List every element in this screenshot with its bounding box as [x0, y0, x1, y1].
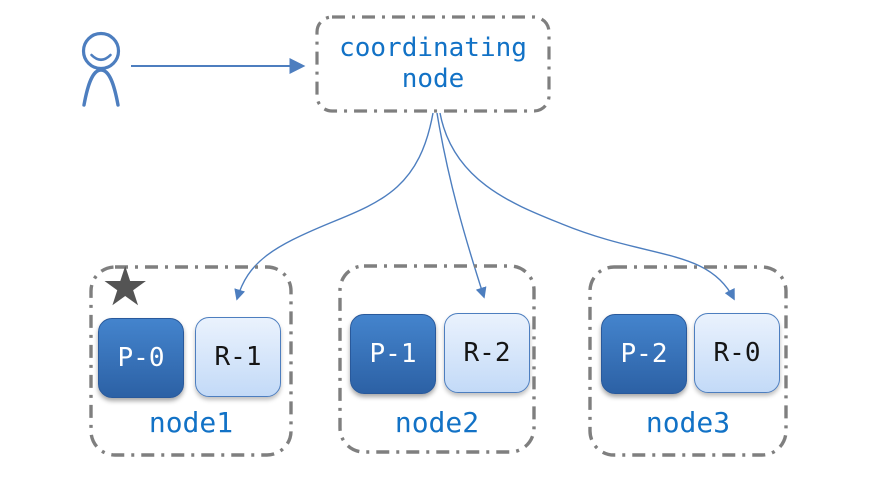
shard-primary-2: P-2	[601, 314, 687, 394]
shard-primary-0-label: P-0	[117, 343, 165, 373]
node3-label: node3	[645, 405, 731, 439]
shard-replica-0-label: R-0	[713, 338, 761, 368]
shard-primary-1: P-1	[350, 314, 436, 394]
node1-border	[89, 265, 293, 457]
shard-replica-0: R-0	[694, 313, 780, 393]
arrow-coordinator-to-node1	[234, 112, 434, 301]
arrow-coordinator-to-node3	[439, 112, 735, 301]
user-icon	[81, 31, 121, 107]
node2-label: node2	[394, 405, 480, 439]
shard-primary-2-label: P-2	[620, 339, 668, 369]
shard-replica-1: R-1	[195, 317, 281, 397]
node2-border	[338, 264, 536, 454]
shard-primary-1-label: P-1	[369, 339, 417, 369]
shard-replica-2-label: R-2	[463, 338, 511, 368]
node1-label: node1	[148, 405, 234, 439]
shard-replica-1-label: R-1	[214, 342, 262, 372]
coordinating-node-border	[315, 15, 551, 113]
arrow-coordinator-to-node2	[436, 112, 487, 299]
shard-primary-0: P-0	[98, 318, 184, 398]
coordinating-node-label: coordinating node	[339, 33, 527, 94]
shard-replica-2: R-2	[444, 313, 530, 393]
star-icon: ★	[101, 255, 150, 318]
